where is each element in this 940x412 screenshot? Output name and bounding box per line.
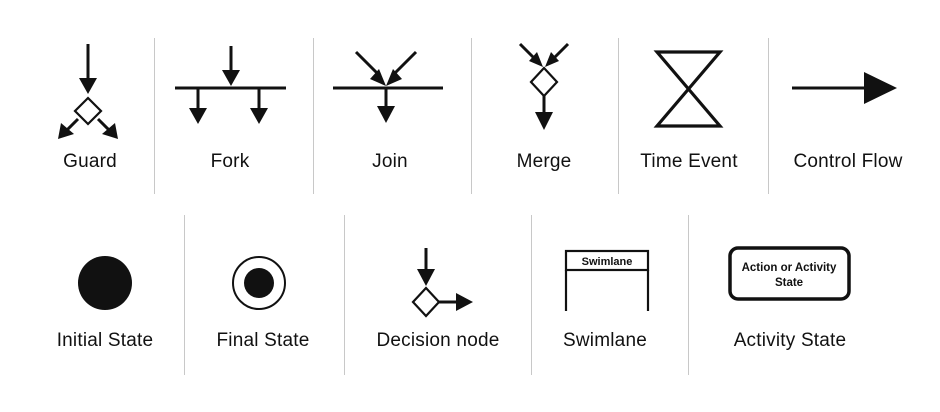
swimlane-icon: Swimlane	[564, 249, 650, 311]
divider	[313, 38, 314, 194]
divider	[618, 38, 619, 194]
merge-icon	[518, 42, 570, 130]
divider	[184, 215, 185, 375]
divider	[688, 215, 689, 375]
fork-icon	[175, 46, 286, 124]
fork-symbol-cell: Fork	[170, 30, 290, 180]
guard-label: Guard	[63, 151, 117, 172]
join-label: Join	[372, 151, 408, 172]
final-state-symbol-cell: Final State	[193, 215, 333, 365]
activity-box-icon: Action or Activity State	[728, 246, 851, 301]
time-event-symbol-cell: Time Event	[629, 30, 749, 180]
swimlane-label: Swimlane	[563, 330, 647, 351]
divider	[768, 38, 769, 194]
decision-diamond-icon	[411, 248, 473, 318]
divider	[154, 38, 155, 194]
merge-label: Merge	[516, 151, 572, 172]
time-event-label: Time Event	[640, 151, 738, 172]
hourglass-icon	[653, 50, 724, 128]
swimlane-symbol-cell: Swimlane Swimlane	[540, 215, 670, 365]
control-flow-label: Control Flow	[793, 151, 903, 172]
filled-circle-icon	[78, 256, 132, 310]
swimlane-header-text: Swimlane	[582, 256, 633, 268]
activity-state-symbol-cell: Action or Activity State Activity State	[700, 215, 880, 365]
activity-state-label: Activity State	[733, 330, 847, 351]
merge-symbol-cell: Merge	[484, 30, 604, 180]
guard-symbol-cell: Guard	[30, 30, 150, 180]
initial-state-symbol-cell: Initial State	[35, 215, 175, 365]
divider	[344, 215, 345, 375]
divider	[531, 215, 532, 375]
decision-node-label: Decision node	[376, 330, 500, 351]
bullseye-icon	[232, 256, 286, 310]
guard-icon	[58, 44, 118, 139]
join-icon	[333, 50, 443, 123]
activity-box-text-line1: Action or Activity	[742, 262, 837, 274]
initial-state-label: Initial State	[56, 330, 154, 351]
decision-node-symbol-cell: Decision node	[358, 215, 518, 365]
fork-label: Fork	[210, 151, 250, 172]
join-symbol-cell: Join	[330, 30, 450, 180]
divider	[471, 38, 472, 194]
activity-box-text-line2: State	[775, 277, 803, 289]
final-state-label: Final State	[216, 330, 310, 351]
control-flow-symbol-cell: Control Flow	[778, 30, 918, 180]
arrow-right-icon	[792, 72, 897, 104]
